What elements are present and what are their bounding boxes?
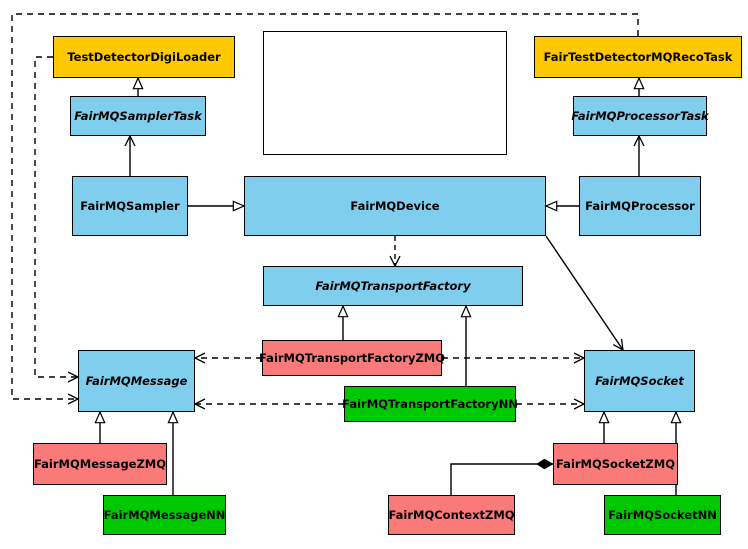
edge-device-to-socket — [545, 235, 623, 350]
class-node-fairmqdevice[interactable]: FairMQDevice — [244, 176, 546, 236]
class-node-fairmqmessagenn[interactable]: FairMQMessageNN — [103, 495, 226, 535]
class-label: FairMQMessageZMQ — [33, 456, 167, 471]
class-label: FairMQTransportFactoryZMQ — [259, 350, 446, 365]
class-node-fairmqsamplertask[interactable]: FairMQSamplerTask — [70, 96, 206, 136]
class-node-fairmqprocessor[interactable]: FairMQProcessor — [579, 176, 701, 236]
class-node-fairmqmessage[interactable]: FairMQMessage — [78, 350, 195, 412]
class-label: FairMQSamplerTask — [74, 108, 202, 123]
class-node-fairmqmessagezmq[interactable]: FairMQMessageZMQ — [33, 443, 167, 485]
class-label: FairMQProcessor — [585, 198, 695, 213]
class-node-fairmqtransportfactory[interactable]: FairMQTransportFactory — [263, 266, 523, 306]
class-label: TestDetectorDigiLoader — [67, 49, 221, 64]
edge-contextzmq-to-socketzmq — [450, 458, 554, 495]
class-node-fairmqsocket[interactable]: FairMQSocket — [584, 350, 695, 412]
class-label: FairMQSocketZMQ — [556, 456, 675, 471]
class-node-fairmqsocketnn[interactable]: FairMQSocketNN — [604, 495, 721, 535]
class-node-fairmqcontextzmq[interactable]: FairMQContextZMQ — [388, 495, 515, 535]
class-label: FairTestDetectorMQRecoTask — [543, 49, 733, 64]
class-node-fairmqtransportfactoryzmq[interactable]: FairMQTransportFactoryZMQ — [259, 340, 446, 376]
class-label: FairMQSampler — [80, 198, 180, 213]
class-node-fairmqsampler[interactable]: FairMQSampler — [72, 176, 188, 236]
class-label: FairMQSocket — [595, 373, 684, 388]
class-node-fairmqprocessortask[interactable]: FairMQProcessorTask — [571, 96, 709, 136]
class-node-fairtestdetectormqrecotask[interactable]: FairTestDetectorMQRecoTask — [534, 36, 742, 78]
class-label: FairMQMessage — [85, 373, 188, 388]
class-label: FairMQContextZMQ — [388, 507, 515, 522]
class-label: FairMQSocketNN — [608, 507, 717, 522]
class-label: FairMQTransportFactory — [315, 278, 471, 293]
legend-panel — [263, 31, 507, 155]
class-node-fairmqsocketzmq[interactable]: FairMQSocketZMQ — [553, 443, 678, 485]
class-label: FairMQProcessorTask — [571, 108, 709, 123]
class-label: FairMQMessageNN — [103, 507, 226, 522]
class-node-testdetectordigiloader[interactable]: TestDetectorDigiLoader — [53, 36, 235, 78]
class-label: FairMQTransportFactoryNN — [342, 396, 518, 411]
class-node-fairmqtransportfactorynn[interactable]: FairMQTransportFactoryNN — [342, 386, 518, 422]
class-label: FairMQDevice — [350, 198, 440, 213]
